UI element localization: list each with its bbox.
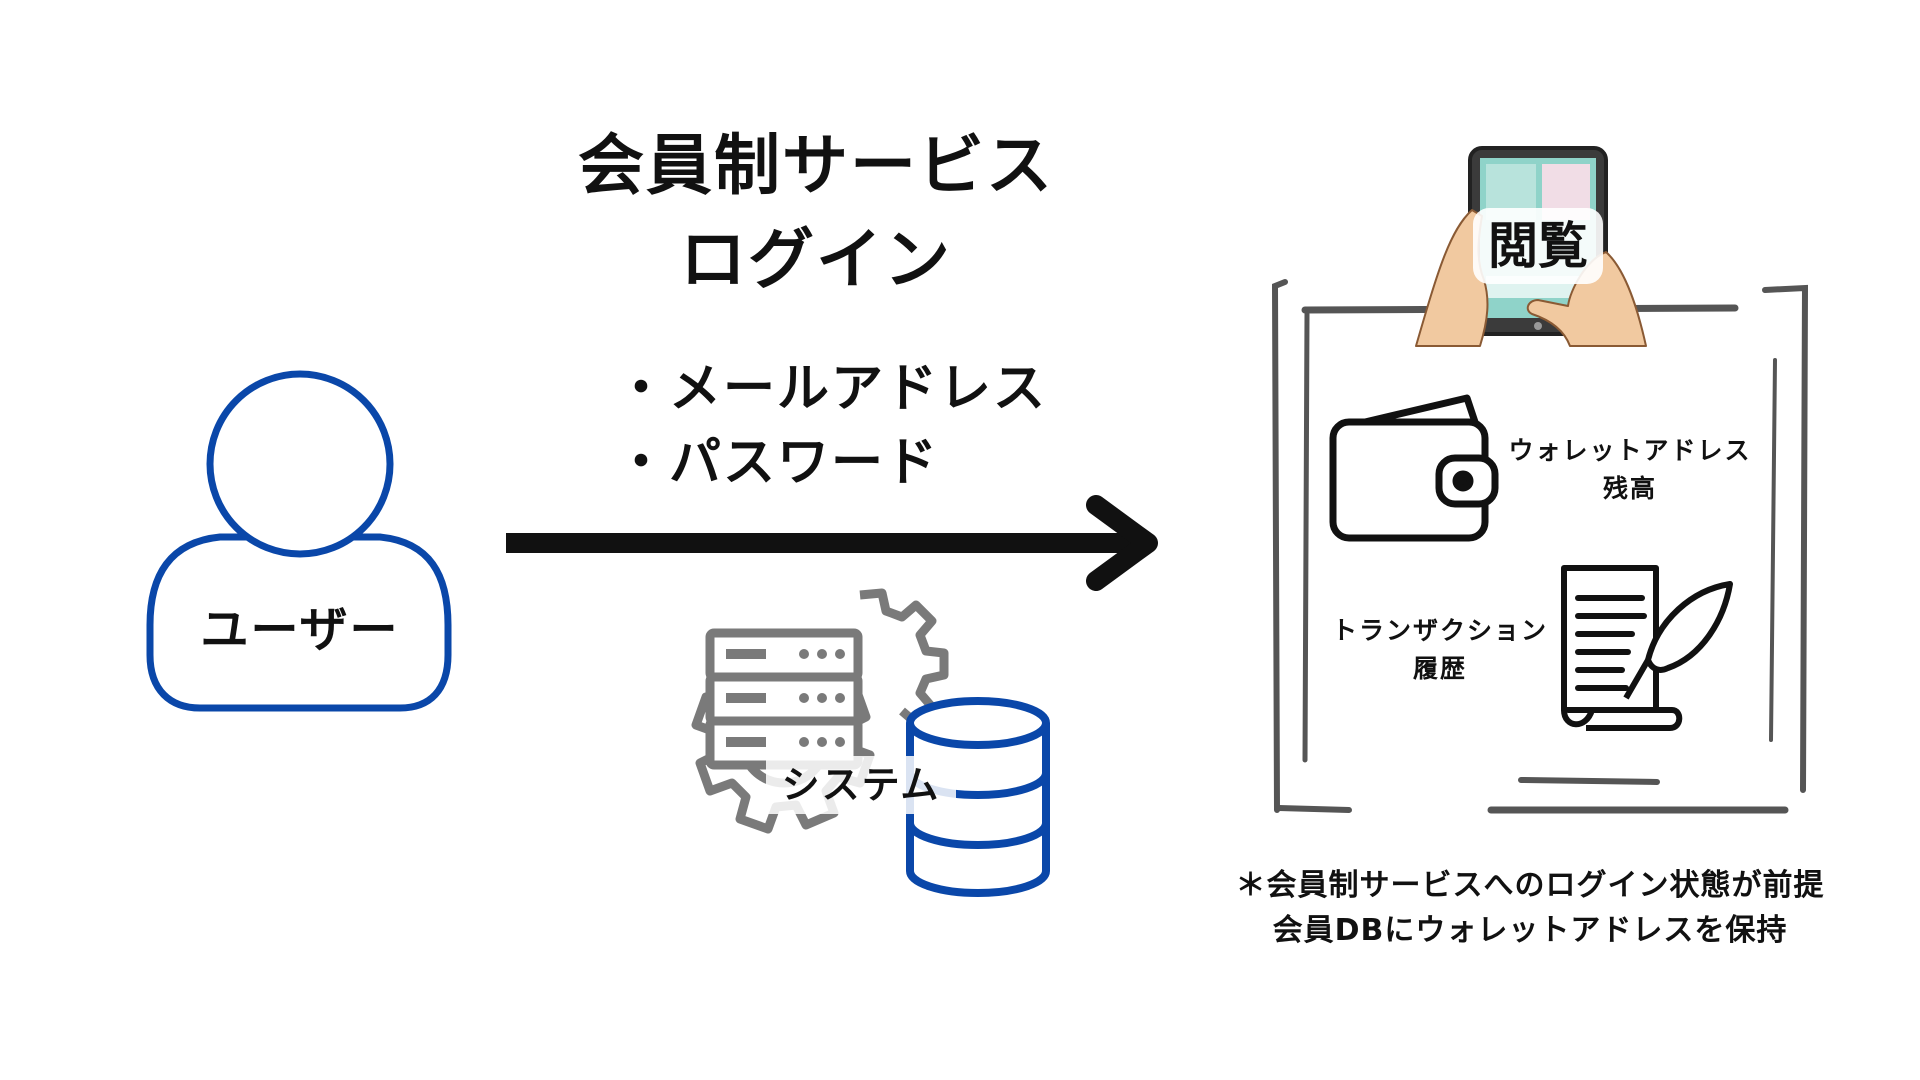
note-line1: ＊会員制サービスへのログイン状態が前提	[1235, 868, 1825, 903]
wallet-label: ウォレットアドレス 残高	[1495, 432, 1765, 508]
quill-icon	[1623, 581, 1733, 700]
small-gear	[859, 588, 949, 728]
wallet-label-line1: ウォレットアドレス	[1508, 436, 1752, 465]
info-frame	[1271, 279, 1809, 814]
user-head	[206, 370, 394, 558]
view-label: 閲覧	[1473, 208, 1603, 284]
credential-email: ・メールアドレス	[615, 359, 1048, 419]
transaction-label-line2: 履歴	[1412, 654, 1467, 683]
wallet-icon	[1329, 394, 1499, 542]
wallet-label-line2: 残高	[1602, 474, 1657, 503]
user-body	[146, 533, 452, 712]
transaction-label: トランザクション 履歴	[1325, 612, 1555, 688]
credential-password: ・パスワード	[615, 433, 940, 493]
server-stack	[705, 628, 863, 770]
user-label: ユーザー	[200, 602, 400, 658]
user-icon	[146, 370, 452, 712]
note-line2: 会員DBにウォレットアドレスを保持	[1272, 913, 1788, 948]
system-label: システム	[766, 756, 956, 814]
transaction-label-line1: トランザクション	[1331, 616, 1548, 645]
diagram-title-line1: 会員制サービス	[578, 127, 1054, 204]
tablet-icon	[1415, 146, 1647, 347]
system-icon	[691, 588, 1050, 897]
flow-arrow	[506, 495, 1158, 591]
transaction-document-icon	[1561, 565, 1733, 731]
diagram-title-line2: ログイン	[680, 221, 952, 298]
